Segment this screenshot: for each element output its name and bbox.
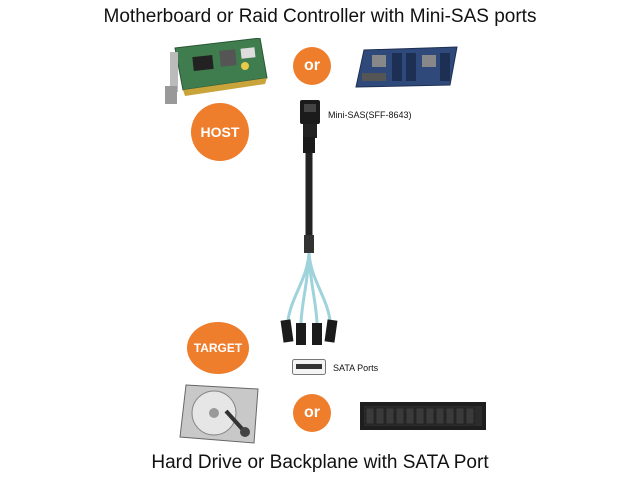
sata-port-icon — [292, 359, 326, 375]
sata-label: SATA Ports — [333, 363, 379, 373]
or-badge-top: or — [293, 47, 331, 85]
raid-card-icon — [165, 38, 268, 104]
hard-drive-icon — [179, 384, 259, 444]
target-badge: TARGET — [187, 322, 249, 374]
minisas-connector-icon — [300, 100, 320, 138]
or-badge-bottom: or — [293, 394, 331, 432]
cable-icon — [280, 137, 338, 345]
top-title: Motherboard or Raid Controller with Mini… — [103, 6, 537, 27]
backplane-server-icon — [360, 402, 486, 430]
bottom-title: Hard Drive or Backplane with SATA Port — [151, 452, 489, 473]
host-badge: HOST — [191, 103, 249, 161]
minisas-label: Mini-SAS(SFF-8643) — [328, 110, 412, 120]
motherboard-icon — [355, 46, 458, 88]
